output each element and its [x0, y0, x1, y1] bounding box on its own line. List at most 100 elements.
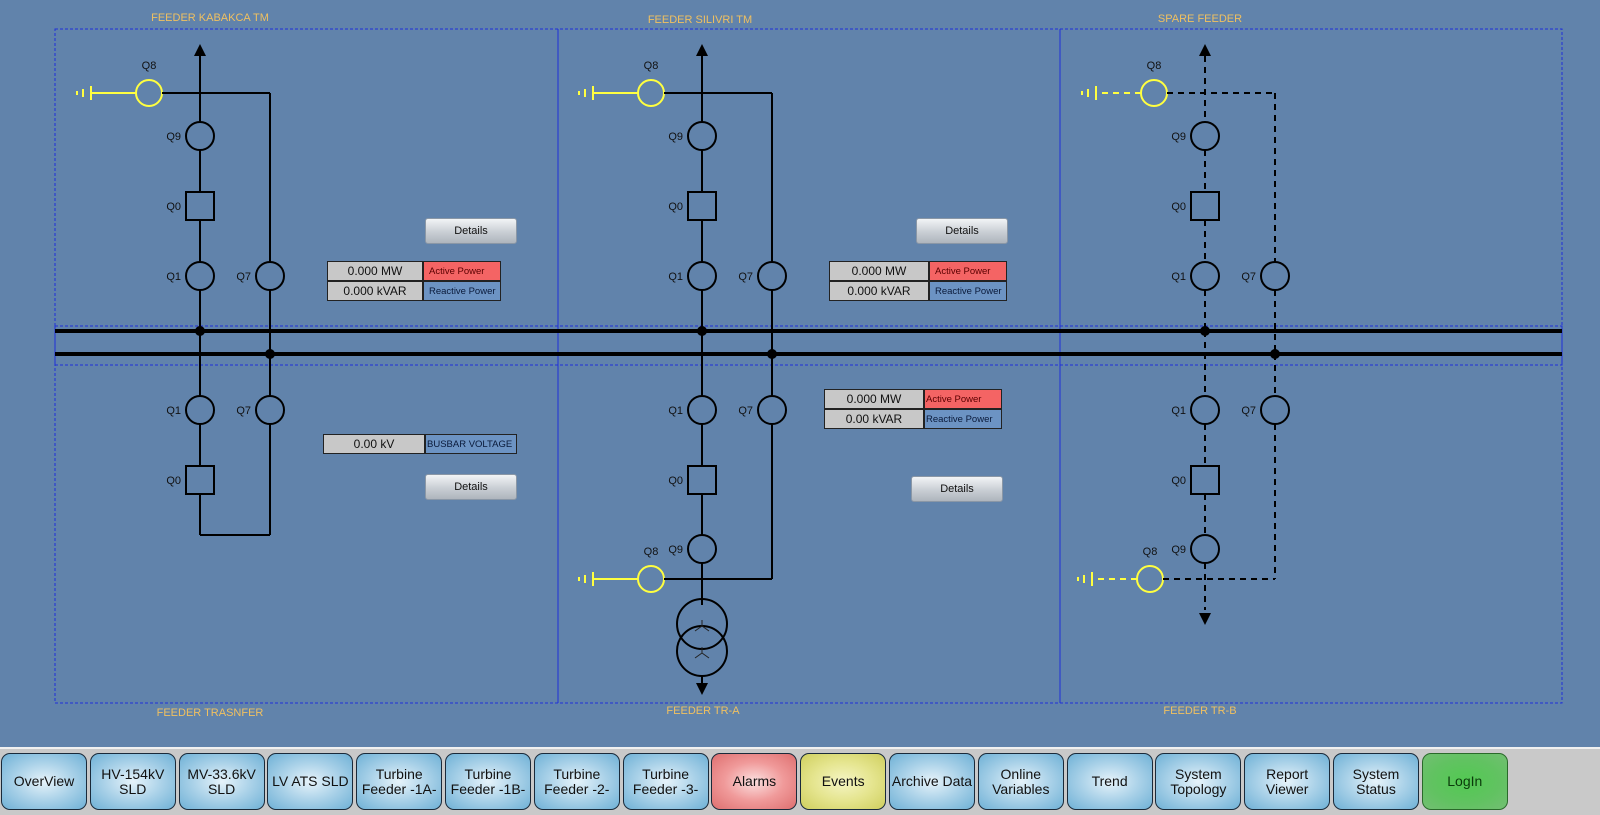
earth-switch-q8-icon[interactable] — [1136, 565, 1164, 593]
switch-label-q0: Q0 — [668, 201, 683, 213]
switch-label-q7: Q7 — [1241, 405, 1256, 417]
feeder-outgoing-arrow-icon — [696, 44, 708, 56]
disconnector-q7-icon[interactable] — [757, 261, 787, 291]
active-power-label: Active Power — [423, 261, 501, 281]
reactive-power-value: 0.000 kVAR — [829, 281, 929, 301]
disconnector-q7-icon[interactable] — [757, 395, 787, 425]
earth-switch-q8-icon[interactable] — [637, 79, 665, 107]
switch-label-q8: Q8 — [142, 60, 157, 72]
disconnector-q7-icon[interactable] — [255, 395, 285, 425]
disconnector-q9-icon[interactable] — [687, 121, 717, 151]
feeder-outgoing-arrow-icon — [1199, 613, 1211, 625]
reactive-power-label: Reactive Power — [423, 281, 501, 301]
switch-label-q9: Q9 — [166, 131, 181, 143]
disconnector-q1-icon[interactable] — [185, 395, 215, 425]
disconnector-q9-icon[interactable] — [1190, 121, 1220, 151]
switch-label-q0: Q0 — [166, 475, 181, 487]
switch-label-q7: Q7 — [236, 271, 251, 283]
nav-button-lv-ats-sld[interactable]: LV ATS SLD — [267, 753, 354, 810]
switch-label-q8: Q8 — [1143, 546, 1158, 558]
switch-label-q8: Q8 — [1147, 60, 1162, 72]
active-power-label: Active Power — [924, 389, 1002, 409]
nav-button-turbine-feeder-2[interactable]: Turbine Feeder -2- — [533, 753, 620, 810]
feeder-outgoing-arrow-icon — [194, 44, 206, 56]
details-button-transfer[interactable]: Details — [425, 474, 517, 500]
busbar-frame — [54, 325, 1563, 366]
wye-symbol-icon — [694, 647, 710, 659]
feeder-title-tr-b: FEEDER TR-B — [1163, 705, 1237, 717]
nav-button-online-variables[interactable]: Online Variables — [977, 753, 1064, 810]
circuit-breaker-q0-icon[interactable] — [1190, 191, 1220, 221]
disconnector-q1-icon[interactable] — [687, 395, 717, 425]
earth-switch-q8-icon[interactable] — [135, 79, 163, 107]
details-button-silivri[interactable]: Details — [916, 218, 1008, 244]
nav-button-report-viewer[interactable]: Report Viewer — [1244, 753, 1331, 810]
measurement-panel-kabakca: 0.000 MW Active Power 0.000 kVAR Reactiv… — [327, 261, 501, 301]
reactive-power-label: Reactive Power — [924, 409, 1002, 429]
nav-button-turbine-feeder-1a[interactable]: Turbine Feeder -1A- — [356, 753, 443, 810]
nav-button-events[interactable]: Events — [800, 753, 887, 810]
busbar-voltage-label: BUSBAR VOLTAGE — [425, 434, 517, 454]
disconnector-q1-icon[interactable] — [1190, 395, 1220, 425]
switch-label-q7: Q7 — [1241, 271, 1256, 283]
feeder-title-spare: SPARE FEEDER — [1157, 13, 1243, 25]
nav-button-archive-data[interactable]: Archive Data — [889, 753, 975, 810]
switch-label-q1: Q1 — [166, 405, 181, 417]
disconnector-q1-icon[interactable] — [1190, 261, 1220, 291]
reactive-power-label: Reactive Power — [929, 281, 1007, 301]
switch-label-q0: Q0 — [1171, 201, 1186, 213]
switch-label-q9: Q9 — [1171, 544, 1186, 556]
busbar-voltage-value: 0.00 kV — [323, 434, 425, 454]
reactive-power-value: 0.000 kVAR — [327, 281, 423, 301]
circuit-breaker-q0-icon[interactable] — [1190, 465, 1220, 495]
circuit-breaker-q0-icon[interactable] — [687, 465, 717, 495]
circuit-breaker-q0-icon[interactable] — [185, 465, 215, 495]
details-button-kabakca[interactable]: Details — [425, 218, 517, 244]
nav-button-turbine-feeder-1b[interactable]: Turbine Feeder -1B- — [445, 753, 531, 810]
nav-button-mv-33-6kv-sld[interactable]: MV-33.6kV SLD — [178, 753, 265, 810]
reactive-power-value: 0.00 kVAR — [824, 409, 924, 429]
switch-label-q1: Q1 — [1171, 405, 1186, 417]
disconnector-q9-icon[interactable] — [687, 534, 717, 564]
switch-label-q7: Q7 — [738, 271, 753, 283]
feeder-outgoing-arrow-icon — [1199, 44, 1211, 56]
details-button-tr-a[interactable]: Details — [911, 476, 1003, 502]
feeder-title-tr-a: FEEDER TR-A — [666, 705, 740, 717]
nav-button-system-status[interactable]: System Status — [1333, 753, 1419, 810]
outer-frame — [54, 28, 1563, 704]
nav-button-login[interactable]: LogIn — [1421, 753, 1508, 810]
switch-label-q7: Q7 — [738, 405, 753, 417]
feeder-title-kabakca: FEEDER KABAKCA TM — [151, 12, 269, 24]
disconnector-q1-icon[interactable] — [185, 261, 215, 291]
nav-button-hv-154kv-sld[interactable]: HV-154kV SLD — [89, 753, 176, 810]
circuit-breaker-q0-icon[interactable] — [185, 191, 215, 221]
switch-label-q9: Q9 — [668, 544, 683, 556]
wye-symbol-icon — [694, 620, 710, 632]
disconnector-q7-icon[interactable] — [1260, 261, 1290, 291]
circuit-breaker-q0-icon[interactable] — [687, 191, 717, 221]
feeder-outgoing-arrow-icon — [696, 683, 708, 695]
disconnector-q7-icon[interactable] — [1260, 395, 1290, 425]
switch-label-q9: Q9 — [668, 131, 683, 143]
switch-label-q8: Q8 — [644, 546, 659, 558]
nav-button-system-topology[interactable]: System Topology — [1155, 753, 1242, 810]
switch-label-q0: Q0 — [668, 475, 683, 487]
earth-switch-q8-icon[interactable] — [637, 565, 665, 593]
nav-button-alarms[interactable]: Alarms — [711, 753, 798, 810]
busbar-voltage-panel: 0.00 kV BUSBAR VOLTAGE — [323, 434, 517, 454]
nav-button-trend[interactable]: Trend — [1066, 753, 1153, 810]
nav-button-turbine-feeder-3[interactable]: Turbine Feeder -3- — [622, 753, 709, 810]
disconnector-q9-icon[interactable] — [185, 121, 215, 151]
active-power-label: Active Power — [929, 261, 1007, 281]
earth-switch-q8-icon[interactable] — [1140, 79, 1168, 107]
switch-label-q1: Q1 — [1171, 271, 1186, 283]
active-power-value: 0.000 MW — [824, 389, 924, 409]
disconnector-q9-icon[interactable] — [1190, 534, 1220, 564]
disconnector-q7-icon[interactable] — [255, 261, 285, 291]
disconnector-q1-icon[interactable] — [687, 261, 717, 291]
switch-label-q7: Q7 — [236, 405, 251, 417]
nav-button-overview[interactable]: OverView — [1, 753, 87, 810]
